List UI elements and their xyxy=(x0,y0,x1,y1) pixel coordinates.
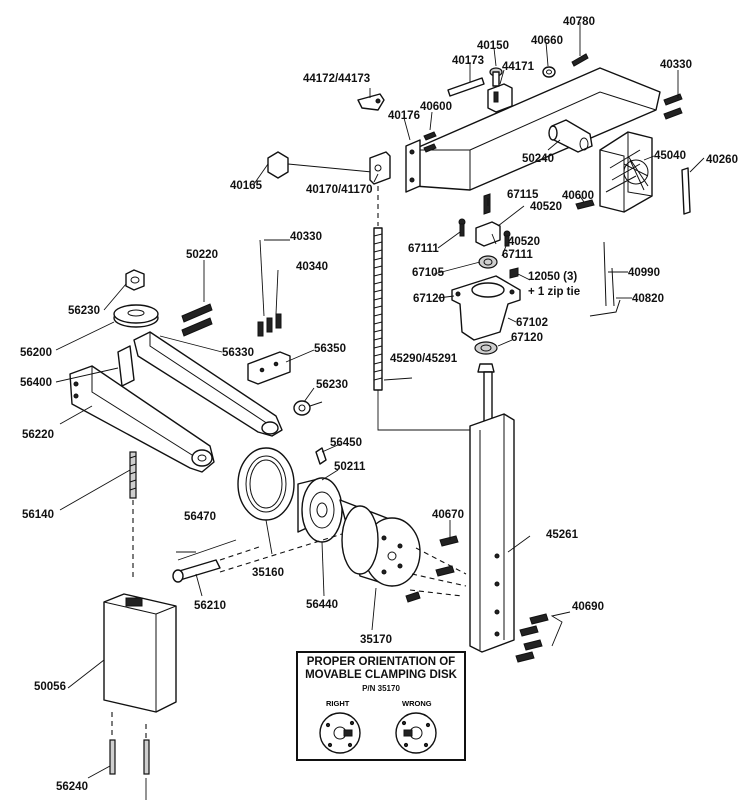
label-44171: 44171 xyxy=(502,61,535,73)
label-40330-top: 40330 xyxy=(660,59,692,71)
label-67111-left: 67111 xyxy=(408,243,439,255)
label-67120-lower: 67120 xyxy=(511,332,543,344)
label-40780: 40780 xyxy=(563,16,595,28)
label-56330: 56330 xyxy=(222,347,254,359)
wrong-orientation-disk xyxy=(395,712,437,754)
label-56200: 56200 xyxy=(20,347,52,359)
right-orientation-disk xyxy=(319,712,361,754)
label-56240: 56240 xyxy=(56,781,88,793)
label-40600-left: 40600 xyxy=(420,101,452,113)
label-40170-41170: 40170/41170 xyxy=(306,184,373,196)
label-35170: 35170 xyxy=(360,634,392,646)
label-40690: 40690 xyxy=(572,601,604,613)
clamp-disc-assembly xyxy=(103,447,467,775)
label-56210: 56210 xyxy=(194,600,226,612)
label-45290-45291: 45290/45291 xyxy=(390,353,458,365)
inset-title-line2: MOVABLE CLAMPING DISK xyxy=(305,669,457,681)
inset-disk-drawings xyxy=(319,712,437,754)
column-assembly xyxy=(373,186,621,663)
label-40820: 40820 xyxy=(632,293,664,305)
label-67102: 67102 xyxy=(516,317,548,329)
label-40176: 40176 xyxy=(388,110,420,122)
label-12050: 12050 (3) xyxy=(528,271,577,283)
leader-lines xyxy=(55,22,705,800)
label-56470: 56470 xyxy=(184,511,216,523)
label-56440: 56440 xyxy=(306,599,338,611)
left-arm-assembly xyxy=(69,269,323,580)
label-67105: 67105 xyxy=(412,267,445,279)
inset-title-line1: PROPER ORIENTATION OF xyxy=(306,656,456,668)
label-50211: 50211 xyxy=(334,461,366,473)
label-40173: 40173 xyxy=(452,55,484,67)
label-56350: 56350 xyxy=(314,343,346,355)
label-67120-upper: 67120 xyxy=(413,293,445,305)
label-40660: 40660 xyxy=(531,35,563,47)
top-arm-assembly xyxy=(267,53,691,215)
label-40260: 40260 xyxy=(706,154,738,166)
label-45261: 45261 xyxy=(546,529,579,541)
label-67115: 67115 xyxy=(507,189,539,201)
label-40990: 40990 xyxy=(628,267,660,279)
label-40150: 40150 xyxy=(477,40,509,52)
label-40520-lower: 40520 xyxy=(508,236,540,248)
clamping-disk-orientation-inset: PROPER ORIENTATION OF MOVABLE CLAMPING D… xyxy=(296,651,466,761)
label-40340: 40340 xyxy=(296,261,328,273)
label-56230-center: 56230 xyxy=(316,379,348,391)
label-56400: 56400 xyxy=(20,377,52,389)
label-40165: 40165 xyxy=(230,180,263,192)
label-44172-44173: 44172/44173 xyxy=(303,73,370,85)
label-67111-right: 67111 xyxy=(502,249,533,261)
inset-right-label: RIGHT xyxy=(326,699,350,708)
label-zip-tie: + 1 zip tie xyxy=(528,286,580,298)
label-50240: 50240 xyxy=(522,153,554,165)
inset-wrong-label: WRONG xyxy=(402,699,432,708)
inset-part-number: P/N 35170 xyxy=(362,684,400,693)
label-40670: 40670 xyxy=(432,509,464,521)
part-labels: 40780 40660 40150 40173 44171 44172/4417… xyxy=(20,16,738,793)
label-40520-upper: 40520 xyxy=(530,201,562,213)
label-40600-right: 40600 xyxy=(562,190,594,202)
label-56140: 56140 xyxy=(22,509,54,521)
label-56220: 56220 xyxy=(22,429,54,441)
label-56450: 56450 xyxy=(330,437,362,449)
label-50056: 50056 xyxy=(34,681,66,693)
label-56230-top: 56230 xyxy=(68,305,100,317)
label-40330-center: 40330 xyxy=(290,231,322,243)
label-35160: 35160 xyxy=(252,567,284,579)
label-45040: 45040 xyxy=(654,150,686,162)
label-50220: 50220 xyxy=(186,249,218,261)
